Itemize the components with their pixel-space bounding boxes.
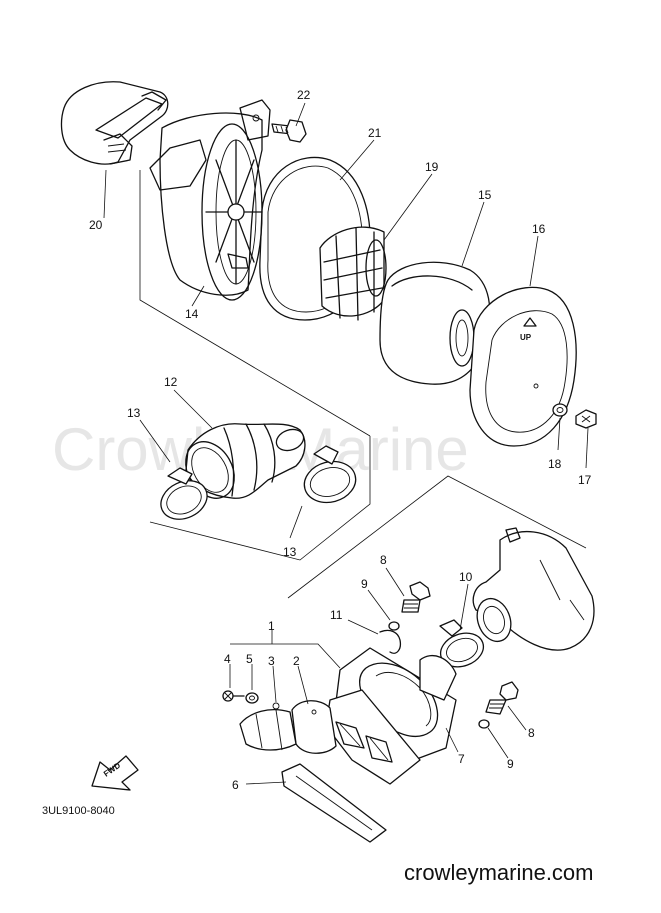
label-8-lower: 8 <box>528 726 535 740</box>
label-19: 19 <box>425 160 439 174</box>
label-4: 4 <box>224 652 231 666</box>
site-name[interactable]: crowleymarine.com <box>404 860 594 885</box>
label-2: 2 <box>293 654 300 668</box>
label-13-lower: 13 <box>283 545 297 559</box>
part-3-reed[interactable] <box>239 702 297 751</box>
part-10-clamp[interactable] <box>436 619 488 673</box>
part-6-gasket[interactable] <box>281 763 387 843</box>
part-19-filter-cage[interactable] <box>319 226 387 321</box>
label-15: 15 <box>478 188 492 202</box>
part-1-reed-valve[interactable] <box>325 689 421 785</box>
part-13-clamp-left[interactable] <box>155 467 214 526</box>
part-14-filter-case[interactable] <box>149 99 271 301</box>
part-17-screw[interactable] <box>575 409 597 429</box>
label-21: 21 <box>368 126 382 140</box>
label-8-upper: 8 <box>380 553 387 567</box>
label-1: 1 <box>268 619 275 633</box>
label-11: 11 <box>330 608 343 622</box>
leader-lines <box>103 102 589 785</box>
part-number-labels: 22 21 19 15 16 20 14 12 13 18 17 13 8 9 … <box>89 88 592 792</box>
part-5-washer[interactable] <box>245 692 259 704</box>
part-13-clamp-right[interactable] <box>300 445 361 508</box>
label-9-upper: 9 <box>361 577 368 591</box>
part-11-clip[interactable] <box>379 629 402 654</box>
cover-up-mark: UP <box>520 333 532 342</box>
group-frames <box>139 170 587 669</box>
label-3: 3 <box>268 654 275 668</box>
part-7-manifold[interactable] <box>335 647 457 761</box>
label-9-lower: 9 <box>507 757 514 771</box>
part-20-intake-duct[interactable] <box>60 81 169 165</box>
label-7: 7 <box>458 752 465 766</box>
part-8-bolt-upper[interactable] <box>401 581 431 613</box>
label-6: 6 <box>232 778 239 792</box>
label-10: 10 <box>459 570 473 584</box>
fwd-arrow-icon: FWD <box>91 755 139 791</box>
part-4-screw[interactable] <box>222 690 245 702</box>
label-5: 5 <box>246 652 253 666</box>
label-13-upper: 13 <box>127 406 141 420</box>
label-18: 18 <box>548 457 562 471</box>
part-9-washer-lower[interactable] <box>478 719 490 729</box>
label-22: 22 <box>297 88 311 102</box>
label-16: 16 <box>532 222 546 236</box>
part-22-bolt[interactable] <box>271 119 307 143</box>
part-8-bolt-lower[interactable] <box>485 681 519 715</box>
label-14: 14 <box>185 307 199 321</box>
part-16-filter-cover[interactable]: UP <box>469 286 577 447</box>
part-9-washer-upper[interactable] <box>388 621 400 631</box>
diagram-code: 3UL9100-8040 <box>42 805 115 817</box>
label-12: 12 <box>164 375 178 389</box>
label-20: 20 <box>89 218 103 232</box>
label-17: 17 <box>578 473 592 487</box>
part-18-washer[interactable] <box>552 403 568 417</box>
carburetor-outline <box>472 527 595 651</box>
part-2-reed-stopper[interactable] <box>291 700 337 754</box>
